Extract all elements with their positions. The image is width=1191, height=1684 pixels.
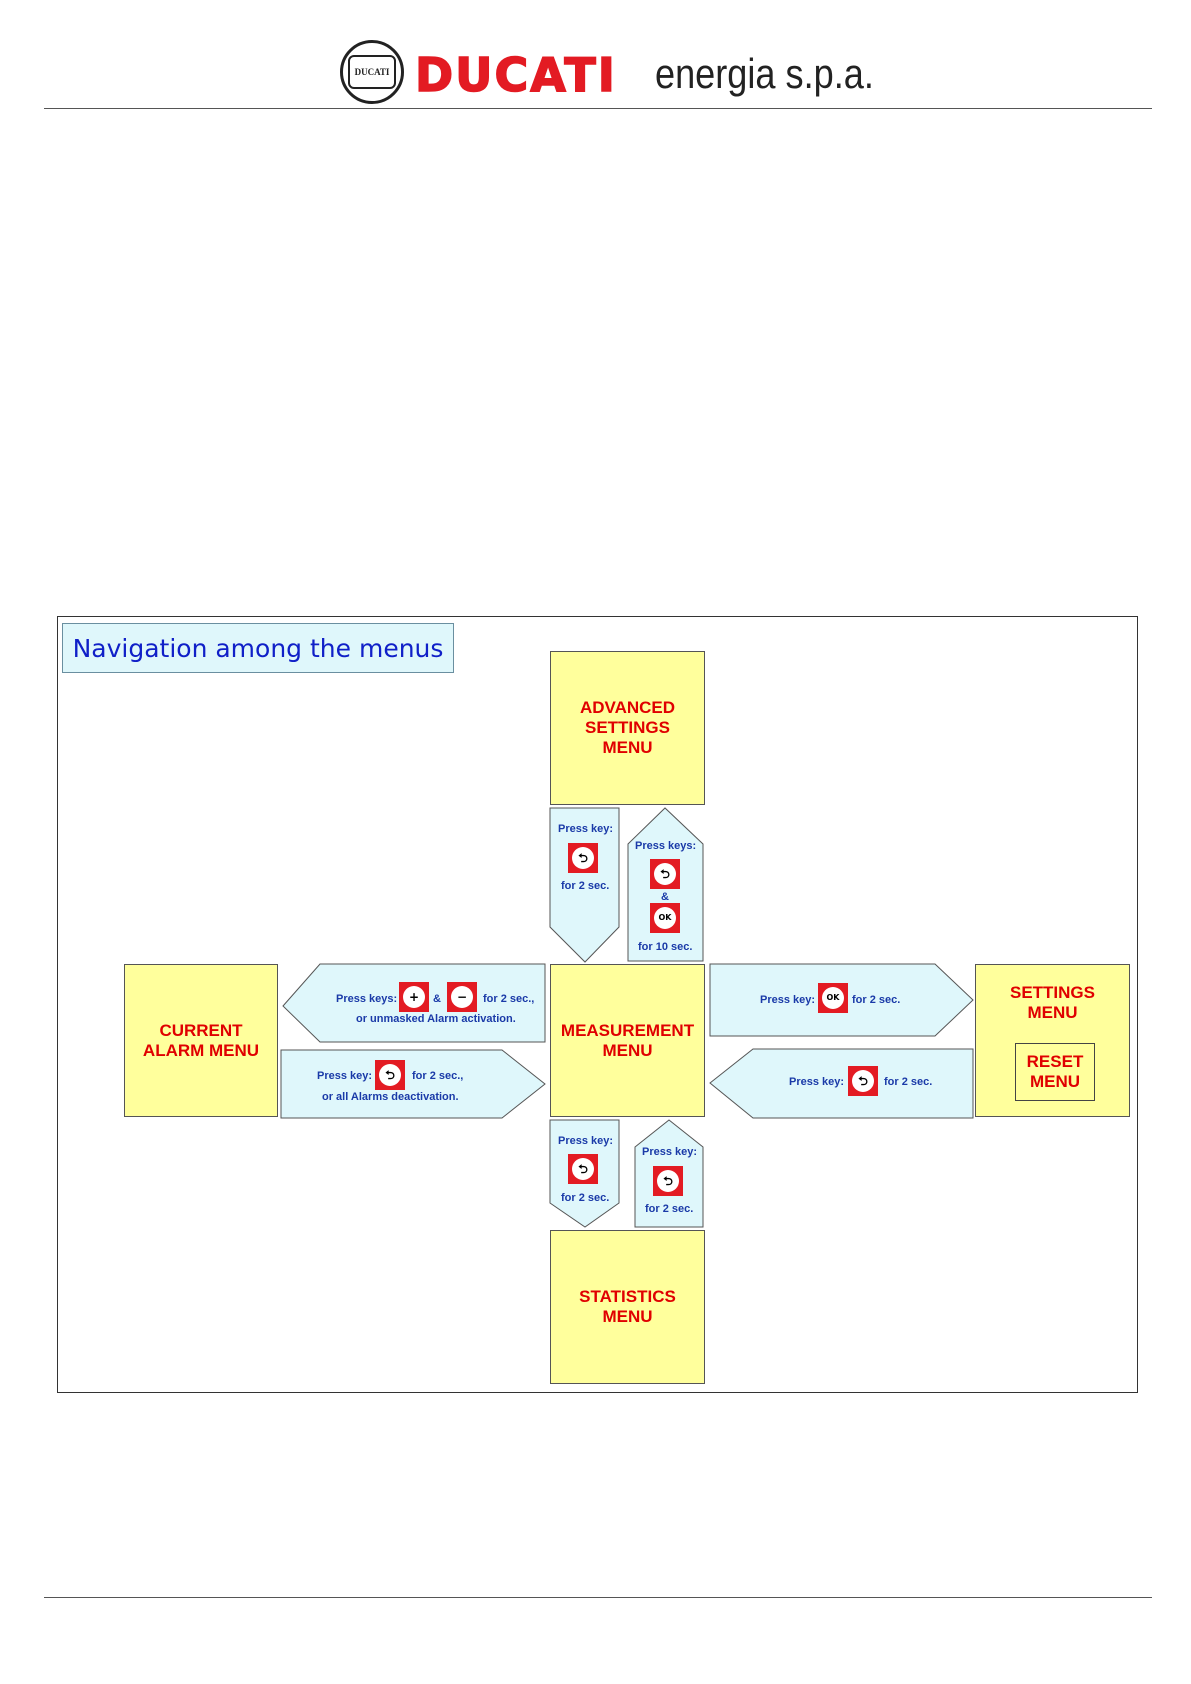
meas-to-adv-ampersand: &: [661, 891, 669, 903]
statistics-menu-label: STATISTICS MENU: [579, 1287, 676, 1326]
alarm-to-meas-condition: or all Alarms deactivation.: [322, 1091, 459, 1103]
measurement-menu-label: MEASUREMENT MENU: [560, 1020, 695, 1060]
stat-to-meas-instruction: Press key:: [642, 1146, 698, 1158]
meas-to-stat-instruction: Press key:: [558, 1135, 614, 1147]
ok-tool-key-icon: OK: [650, 903, 680, 933]
up-key-icon: +: [399, 982, 429, 1012]
back-key-icon: ⮌: [375, 1060, 405, 1090]
meas-to-alarm-ampersand: &: [433, 993, 441, 1005]
meas-to-settings-instruction: Press key:: [760, 994, 816, 1006]
reset-menu-label: RESET MENU: [1026, 1052, 1084, 1091]
settings-to-meas-duration: for 2 sec.: [884, 1076, 933, 1088]
back-key-icon: ⮌: [568, 843, 598, 873]
footer-divider: [44, 1597, 1152, 1598]
arrow-down-advanced-to-measurement: [549, 807, 620, 963]
arrow-right-alarm-to-measurement: [280, 1049, 546, 1119]
advanced-settings-menu: ADVANCED SETTINGS MENU: [550, 651, 705, 805]
stat-to-meas-duration: for 2 sec.: [645, 1203, 694, 1215]
reset-menu: RESET MENU: [1015, 1043, 1095, 1101]
back-key-icon: ⮌: [653, 1166, 683, 1196]
statistics-menu: STATISTICS MENU: [550, 1230, 705, 1384]
meas-to-adv-duration: for 10 sec.: [638, 941, 693, 953]
ok-tool-key-icon: OK: [818, 983, 848, 1013]
adv-to-meas-duration: for 2 sec.: [561, 880, 610, 892]
back-key-icon: ⮌: [568, 1154, 598, 1184]
brand-subtitle: energia s.p.a.: [655, 50, 874, 97]
meas-to-stat-duration: for 2 sec.: [561, 1192, 610, 1204]
brand-name: DUCATI: [414, 47, 617, 103]
meas-to-alarm-instruction: Press keys:: [336, 993, 398, 1005]
settings-menu-label: SETTINGS MENU: [1009, 983, 1095, 1022]
alarm-to-meas-duration: for 2 sec.,: [412, 1070, 464, 1082]
seal-text: DUCATI: [348, 55, 396, 89]
arrow-left-settings-to-measurement: [709, 1048, 974, 1119]
company-seal-logo: DUCATI: [340, 40, 404, 104]
down-key-icon: −: [447, 982, 477, 1012]
meas-to-alarm-duration: for 2 sec.,: [483, 993, 535, 1005]
meas-to-alarm-condition: or unmasked Alarm activation.: [356, 1013, 516, 1025]
meas-to-settings-duration: for 2 sec.: [852, 994, 901, 1006]
current-alarm-menu: CURRENT ALARM MENU: [124, 964, 278, 1117]
header-divider: [44, 108, 1152, 109]
current-alarm-menu-label: CURRENT ALARM MENU: [142, 1020, 260, 1060]
settings-to-meas-instruction: Press key:: [789, 1076, 845, 1088]
diagram-title-box: Navigation among the menus: [62, 623, 454, 673]
back-key-icon: ⮌: [650, 859, 680, 889]
diagram-title: Navigation among the menus: [72, 633, 444, 663]
back-key-icon: ⮌: [848, 1066, 878, 1096]
alarm-to-meas-instruction: Press key:: [317, 1070, 373, 1082]
adv-to-meas-instruction: Press key:: [558, 823, 614, 835]
diagram-frame: [57, 616, 1138, 1393]
measurement-menu: MEASUREMENT MENU: [550, 964, 705, 1117]
meas-to-adv-instruction: Press keys:: [635, 840, 697, 852]
advanced-settings-menu-label: ADVANCED SETTINGS MENU: [579, 698, 676, 757]
